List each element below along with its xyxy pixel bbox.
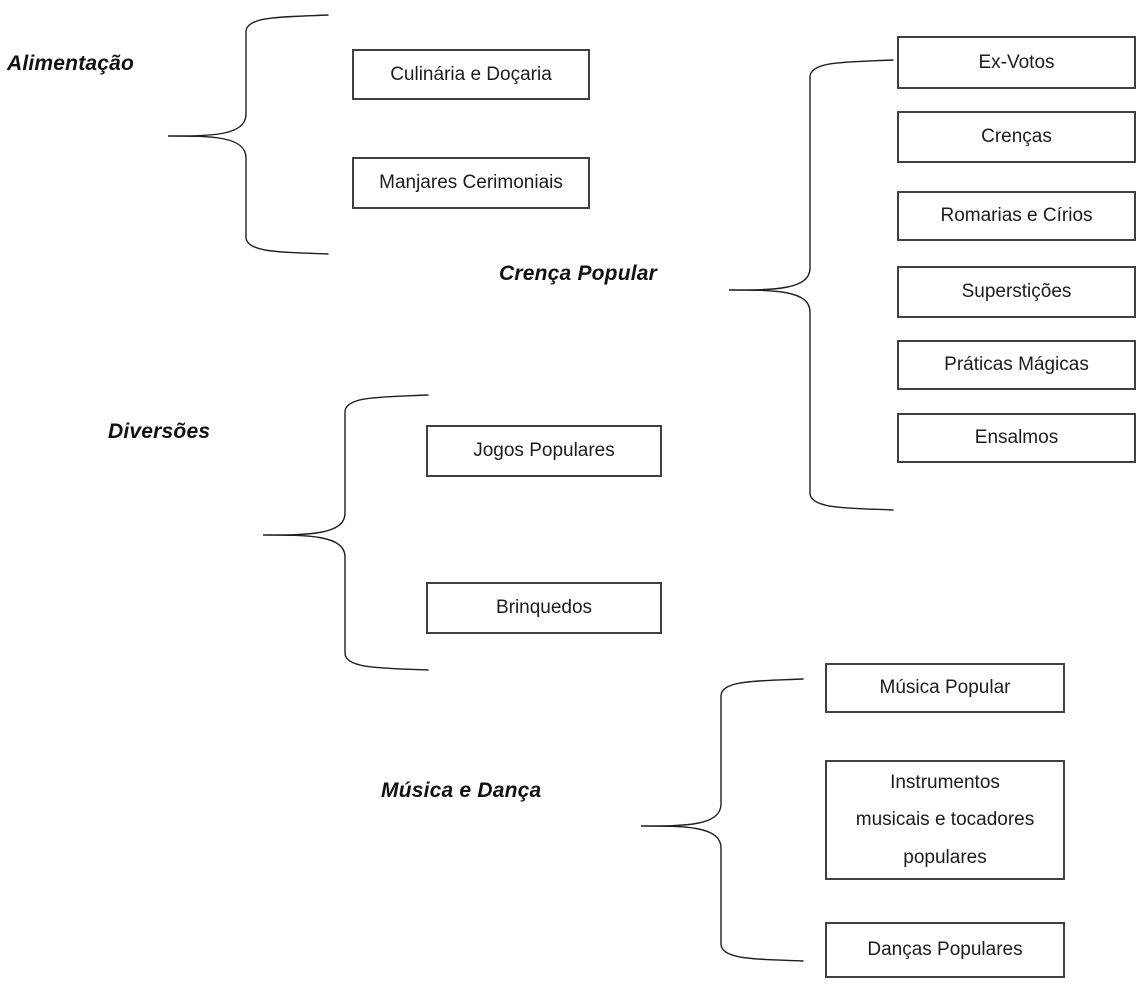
box-jogos-populares: Jogos Populares bbox=[426, 425, 662, 477]
box-musica-popular: Música Popular bbox=[825, 663, 1065, 713]
brace-crenca-popular bbox=[728, 59, 894, 511]
box-culinaria-e-docaria: Culinária e Doçaria bbox=[352, 49, 590, 100]
box-dancas-populares: Danças Populares bbox=[825, 922, 1065, 978]
box-romarias-e-cirios: Romarias e Círios bbox=[897, 191, 1136, 241]
box-instrumentos-musicais-e-tocadores-populares: Instrumentos musicais e tocadores popula… bbox=[825, 760, 1065, 880]
group-label-musica-e-danca: Música e Dança bbox=[381, 779, 542, 802]
box-crencas: Crenças bbox=[897, 111, 1136, 163]
brace-alimentacao bbox=[167, 14, 329, 255]
group-label-diversoes: Diversões bbox=[108, 420, 211, 443]
group-label-crenca-popular: Crença Popular bbox=[499, 262, 658, 285]
brace-diversoes bbox=[262, 394, 429, 671]
box-ex-votos: Ex-Votos bbox=[897, 36, 1136, 89]
box-manjares-cerimoniais: Manjares Cerimoniais bbox=[352, 157, 590, 209]
box-praticas-magicas: Práticas Mágicas bbox=[897, 340, 1136, 390]
box-supersticoes: Superstições bbox=[897, 266, 1136, 318]
brace-musica-e-danca bbox=[640, 678, 804, 962]
group-label-alimentacao: Alimentação bbox=[7, 52, 135, 75]
box-ensalmos: Ensalmos bbox=[897, 413, 1136, 463]
box-brinquedos: Brinquedos bbox=[426, 582, 662, 634]
